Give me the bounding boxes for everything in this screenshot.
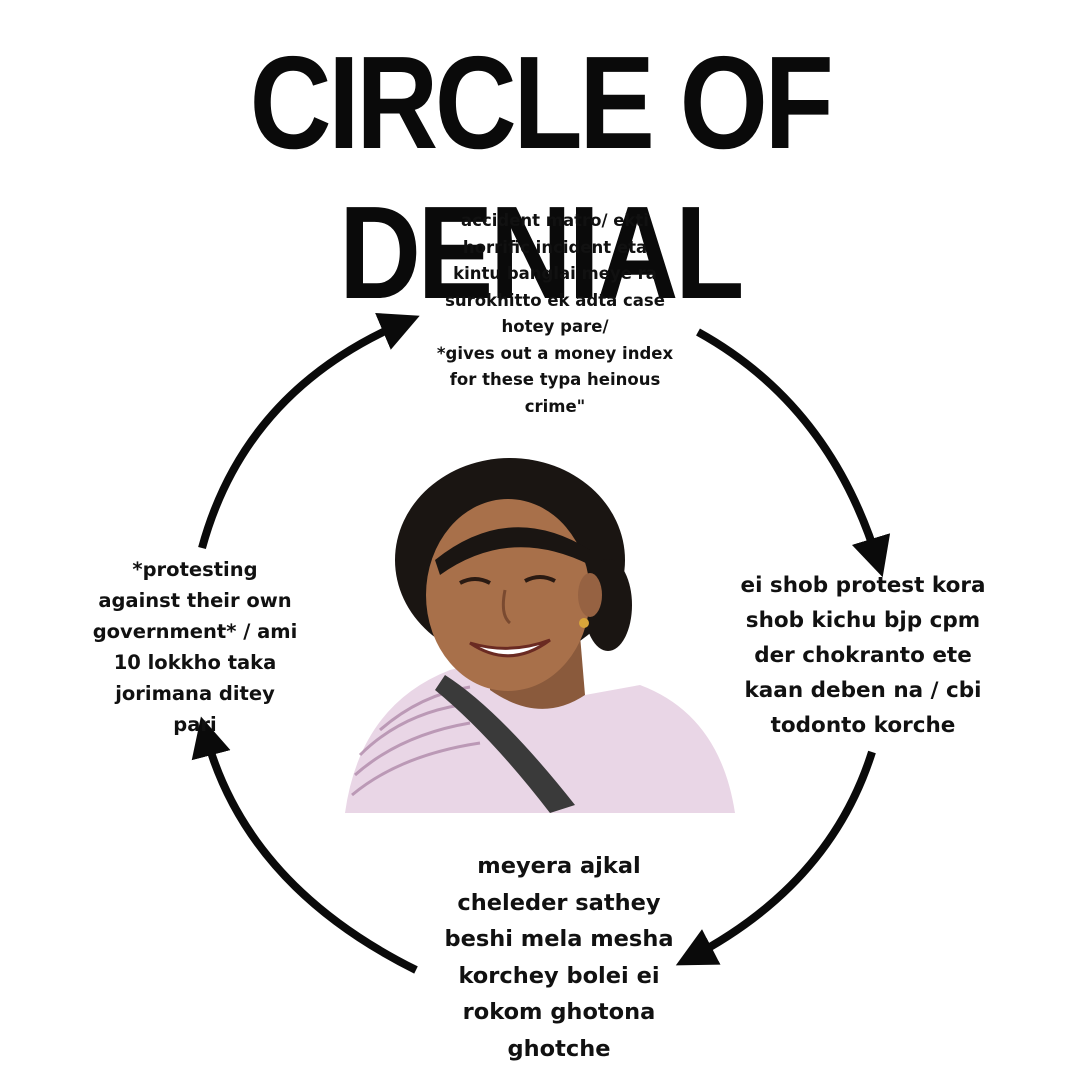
node-line: ghotche — [507, 1035, 611, 1062]
cycle-node-bottom: meyera ajkal cheleder sathey beshi mela … — [418, 848, 700, 1067]
arrow-bottom-to-left — [191, 716, 418, 974]
node-line: accident matro/ ekti — [461, 211, 649, 230]
node-line: ei shob protest kora — [740, 573, 986, 598]
node-line: cheleder sathey — [457, 889, 661, 916]
node-line: horrific incident eta — [462, 237, 648, 257]
node-line: meyera ajkal — [477, 853, 641, 879]
node-line: for these typa heinous — [449, 370, 661, 389]
node-line: government* / ami — [92, 620, 298, 643]
node-line: against their own — [98, 589, 292, 612]
node-line: *protesting — [132, 558, 258, 581]
arrow-top-to-right — [696, 328, 891, 578]
page-title: CIRCLE OF DENIAL — [249, 29, 834, 326]
cycle-node-top: accident matro/ ekti horrific incident e… — [405, 208, 705, 420]
node-line: der chokranto ete — [754, 643, 972, 668]
cycle-node-right: ei shob protest kora shob kichu bjp cpm … — [718, 568, 1008, 743]
node-line: pari — [173, 713, 217, 736]
node-line: todonto korche — [770, 713, 956, 738]
node-line: kintu banglai meye ra — [453, 264, 657, 283]
node-line: surokhitto ek adta case — [445, 290, 665, 310]
node-line: crime" — [524, 396, 586, 416]
arrow-right-to-bottom — [675, 750, 876, 966]
portrait-photo — [345, 458, 735, 813]
arrow-left-to-top — [198, 312, 420, 550]
cycle-node-left: *protesting against their own government… — [78, 554, 312, 740]
node-line: rokom ghotona — [462, 999, 656, 1025]
node-line: hotey pare/ — [501, 317, 609, 336]
node-line: kaan deben na / cbi — [744, 678, 982, 703]
node-line: korchey bolei ei — [458, 962, 660, 989]
node-line: beshi mela mesha — [444, 926, 674, 952]
node-line: jorimana ditey — [115, 682, 275, 705]
node-line: 10 lokkho taka — [113, 651, 277, 674]
node-line: shob kichu bjp cpm — [745, 608, 981, 633]
node-line: *gives out a money index — [436, 343, 674, 363]
